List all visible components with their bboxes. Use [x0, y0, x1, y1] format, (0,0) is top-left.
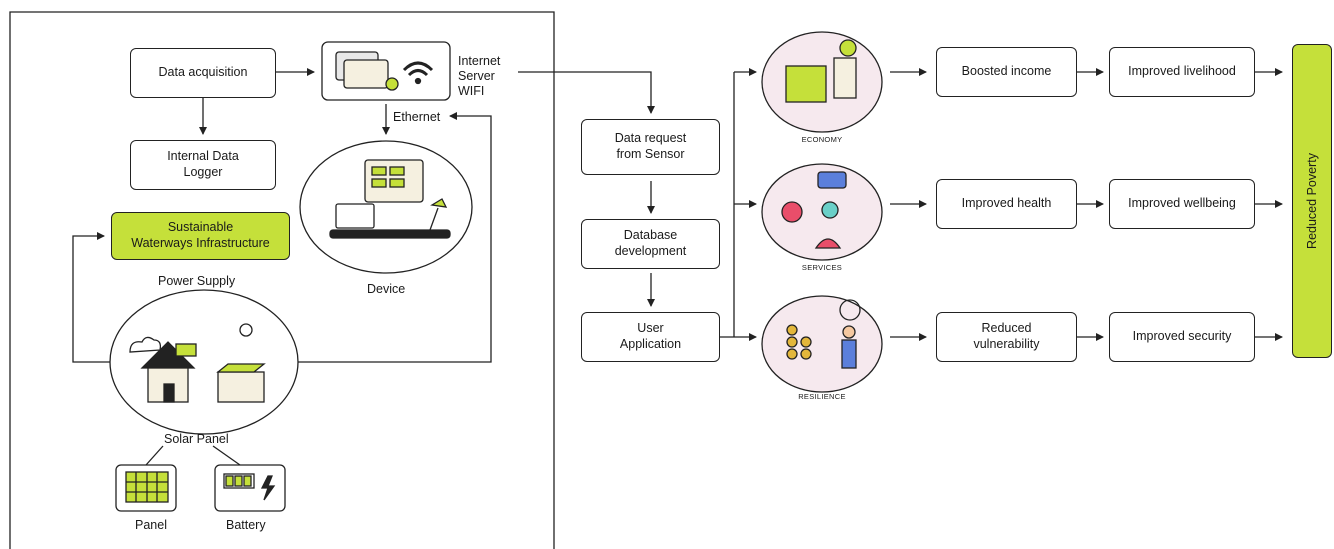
economy-caption: ECONOMY — [801, 135, 843, 144]
improved-security-label: Improved security — [1132, 329, 1232, 344]
services-illustration — [761, 163, 883, 261]
user-application-label: User Application — [619, 321, 682, 351]
improved-health-label: Improved health — [961, 196, 1052, 211]
improved-health-box: Improved health — [936, 179, 1077, 229]
reduced-vulnerability-label: Reduced vulnerability — [973, 321, 1040, 351]
device-label: Device — [367, 282, 406, 296]
left-connectors — [72, 68, 655, 466]
improved-security-box: Improved security — [1109, 312, 1255, 362]
reduced-vulnerability-box: Reduced vulnerability — [936, 312, 1077, 362]
server-wifi-illustration — [321, 41, 451, 101]
panel-label: Panel — [135, 518, 167, 532]
sustainable-infrastructure-label: Sustainable Waterways Infrastructure — [131, 220, 270, 250]
power-supply-label: Power Supply — [158, 274, 236, 288]
ethernet-label: Ethernet — [393, 110, 441, 124]
data-acquisition-label: Data acquisition — [158, 65, 248, 80]
improved-wellbeing-box: Improved wellbeing — [1109, 179, 1255, 229]
services-caption: SERVICES — [801, 263, 843, 272]
internet-server-wifi-label: Internet Server WIFI — [458, 54, 501, 98]
reduced-poverty-box: Reduced Poverty — [1292, 44, 1332, 358]
internal-data-logger-box: Internal Data Logger — [130, 140, 276, 190]
improved-livelihood-box: Improved livelihood — [1109, 47, 1255, 97]
data-request-label: Data request from Sensor — [614, 131, 687, 161]
database-development-box: Database development — [581, 219, 720, 269]
panel-icon — [115, 464, 177, 512]
database-development-label: Database development — [614, 228, 687, 258]
internal-data-logger-label: Internal Data Logger — [167, 149, 239, 179]
improved-wellbeing-label: Improved wellbeing — [1128, 196, 1236, 211]
solar-panel-label: Solar Panel — [164, 432, 229, 446]
left-panel-frame — [9, 11, 555, 549]
resilience-illustration — [761, 295, 883, 393]
solar-house-illustration — [109, 289, 299, 435]
data-request-box: Data request from Sensor — [581, 119, 720, 175]
sustainable-infrastructure-box: Sustainable Waterways Infrastructure — [111, 212, 290, 260]
user-application-box: User Application — [581, 312, 720, 362]
boosted-income-box: Boosted income — [936, 47, 1077, 97]
middle-connectors — [647, 68, 757, 341]
reduced-poverty-label: Reduced Poverty — [1305, 153, 1319, 249]
economy-illustration — [761, 31, 883, 133]
battery-label: Battery — [226, 518, 266, 532]
resilience-caption: RESILIENCE — [798, 392, 846, 401]
right-connectors — [890, 68, 1283, 341]
device-illustration — [299, 140, 473, 274]
improved-livelihood-label: Improved livelihood — [1128, 64, 1236, 79]
boosted-income-label: Boosted income — [961, 64, 1052, 79]
data-acquisition-box: Data acquisition — [130, 48, 276, 98]
battery-icon — [214, 464, 286, 512]
